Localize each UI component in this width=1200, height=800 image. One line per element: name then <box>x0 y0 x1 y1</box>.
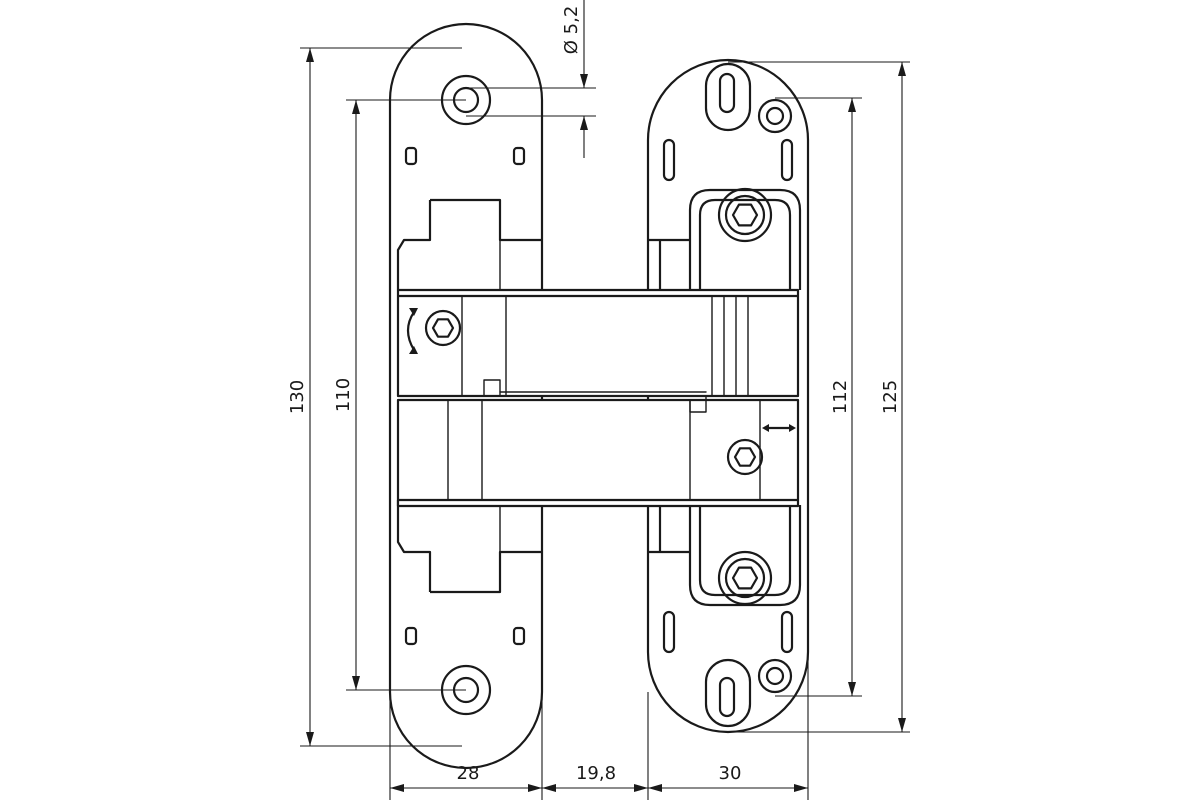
dim-height-total-right: 125 <box>880 380 901 414</box>
dim-height-holes-left: 110 <box>333 378 354 412</box>
dim-gap-width: 19,8 <box>576 763 616 784</box>
dim-width-left-leaf: 28 <box>457 763 480 784</box>
right-bottom-adjust-screw <box>717 550 773 606</box>
depth-adjust-screw <box>726 424 796 476</box>
hinge-mechanism-body <box>396 288 800 508</box>
dimension-lines <box>300 0 910 800</box>
dim-hole-diameter: Ø 5,2 <box>561 6 582 55</box>
right-top-adjust-screw <box>717 187 773 243</box>
dim-width-right-leaf: 30 <box>719 763 742 784</box>
dim-height-holes-right: 112 <box>830 380 851 414</box>
left-adjust-screw <box>406 308 462 354</box>
dim-height-total-left: 130 <box>287 380 308 414</box>
